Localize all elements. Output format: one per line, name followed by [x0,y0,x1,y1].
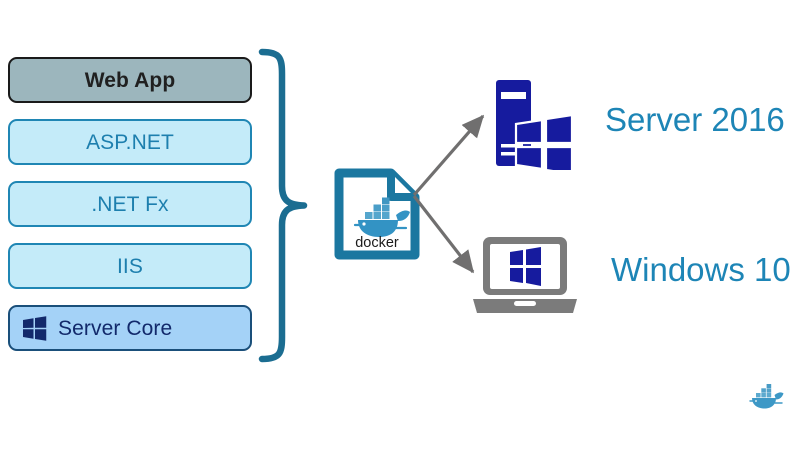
docker-whale-icon [353,197,410,237]
arrow-to-windows-10 [412,195,475,274]
windows-logo-icon [510,247,541,286]
stack-layer-label: .NET Fx [91,192,169,216]
server-tower-windows-icon[interactable] [486,76,574,170]
docker-wordmark: docker [355,235,399,251]
branch-arrows [412,114,485,274]
stack-layer-iis[interactable]: IIS [8,243,252,289]
container-image-layer-stack: Web App ASP.NET .NET Fx IIS Server Core [8,57,252,353]
laptop-windows-icon[interactable] [470,233,580,323]
host-label-windows-10: Windows 10 [611,251,791,288]
windows-logo-icon [23,315,47,341]
windows-logo-icon [514,113,574,170]
grouping-brace [258,48,308,363]
docker-whale-watermark [749,384,784,409]
stack-layer-label: IIS [117,254,143,278]
stack-layer-server-core[interactable]: Server Core [8,305,252,351]
stack-layer-asp-net[interactable]: ASP.NET [8,119,252,165]
stack-layer-label: Server Core [58,316,173,340]
stack-layer-web-app[interactable]: Web App [8,57,252,103]
stack-layer-label: Web App [84,68,176,92]
docker-image-file-icon[interactable]: docker [334,168,420,260]
arrow-to-server-2016 [412,114,485,197]
stack-layer-label: ASP.NET [86,130,174,154]
stack-layer-net-fx[interactable]: .NET Fx [8,181,252,227]
host-label-server-2016: Server 2016 [605,101,785,138]
